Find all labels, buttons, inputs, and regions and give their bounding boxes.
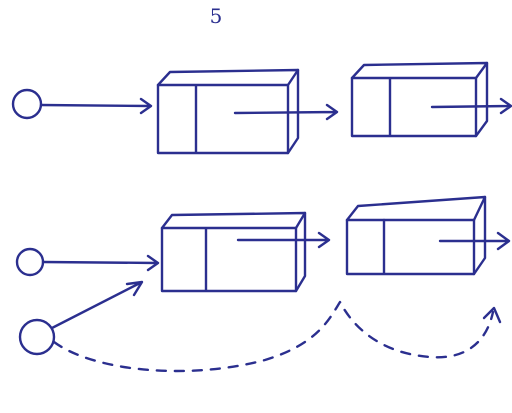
pointer-arrow-row2-top	[41, 254, 160, 272]
page-label: 5	[209, 4, 223, 28]
head-pointer-circle-row2-bottom	[18, 318, 56, 356]
list-node-row2-2	[345, 195, 487, 276]
outgoing-arrow-row1	[430, 97, 512, 115]
pointer-arrow-row1	[39, 97, 153, 115]
dashed-traversal-arrow	[52, 300, 495, 373]
head-pointer-circle-row2-top	[15, 247, 45, 277]
link-arrow-row1-1	[233, 103, 339, 121]
list-node-row1-2	[350, 61, 489, 138]
link-arrow-row2-1	[236, 231, 331, 249]
dashed-arrow-head	[482, 306, 502, 324]
pointer-arrow-row2-bottom	[50, 280, 144, 330]
head-pointer-circle-row1	[11, 88, 43, 120]
list-node-row1-1	[156, 68, 300, 155]
outgoing-arrow-row2	[438, 231, 511, 251]
list-node-row2-1	[160, 211, 307, 293]
